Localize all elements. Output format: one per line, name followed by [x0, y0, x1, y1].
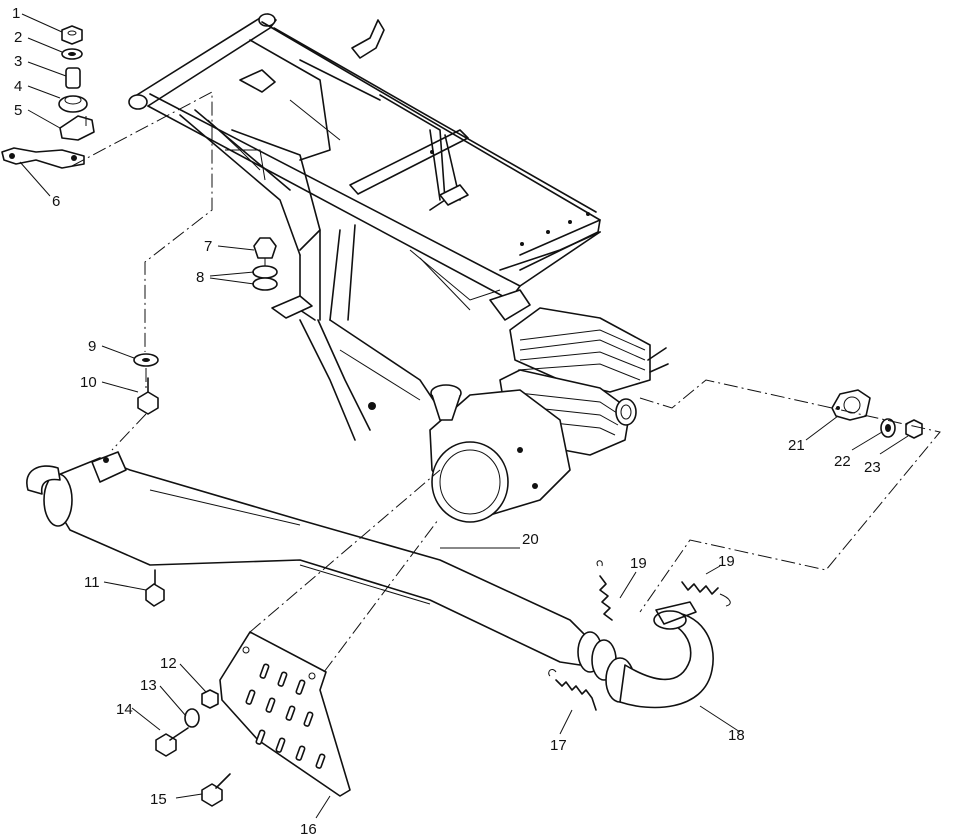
part-8-grommet-lower	[252, 277, 278, 291]
part-13-washer	[184, 708, 200, 728]
leader-lines	[19, 13, 909, 819]
part-16-heat-shield	[219, 631, 351, 797]
part-12-nut	[201, 689, 219, 709]
heat-shield	[219, 631, 351, 797]
mounting-hardware-stack	[1, 25, 95, 169]
callout-16: 16	[300, 821, 317, 837]
callout-19-right: 19	[718, 553, 735, 570]
part-10-bolt	[137, 391, 159, 415]
exhaust-flange-parts	[831, 389, 923, 439]
part-19-spring-left	[596, 560, 613, 621]
callout-10: 10	[80, 374, 97, 391]
callout-23: 23	[864, 459, 881, 476]
engine	[429, 289, 669, 523]
callout-19-left: 19	[630, 555, 647, 572]
part-5-bracket	[59, 115, 95, 141]
part-7-bumper	[253, 237, 277, 259]
part-21-flange	[831, 389, 871, 421]
part-17-spring	[548, 669, 597, 711]
part-15-bolt	[201, 773, 231, 807]
callout-11: 11	[84, 574, 100, 591]
callout-20: 20	[522, 531, 539, 548]
callout-1: 1	[12, 5, 20, 22]
callout-9: 9	[88, 338, 96, 355]
callout-22: 22	[834, 453, 851, 470]
reference-lines	[71, 91, 941, 673]
callout-14: 14	[116, 701, 133, 718]
callout-2: 2	[14, 29, 22, 46]
callout-4: 4	[14, 78, 22, 95]
part-23-nut	[905, 419, 923, 439]
frame-bumper-parts	[252, 237, 278, 291]
muffler-mount-bolt	[133, 353, 159, 415]
part-14-bolt	[155, 727, 189, 757]
callout-5: 5	[14, 102, 22, 119]
callout-18: 18	[728, 727, 745, 744]
callout-3: 3	[14, 53, 22, 70]
callout-13: 13	[140, 677, 157, 694]
exhaust-system	[26, 451, 714, 709]
callout-labels: 1 2 3 4 5 6 7 8 9 10 11 12 13 14 15 16 1…	[12, 5, 881, 837]
callout-6: 6	[52, 193, 60, 210]
callout-21: 21	[788, 437, 805, 454]
part-11-bolt	[145, 583, 165, 607]
part-6-strap	[1, 147, 85, 169]
heat-shield-slots	[245, 663, 326, 769]
part-3-spacer	[65, 67, 81, 89]
callout-8: 8	[196, 269, 204, 286]
part-19-spring-right	[681, 581, 731, 607]
callout-12: 12	[160, 655, 177, 672]
callout-15: 15	[150, 791, 167, 808]
callout-17: 17	[550, 737, 567, 754]
part-8-grommet-upper	[252, 265, 278, 279]
callout-7: 7	[204, 238, 212, 255]
